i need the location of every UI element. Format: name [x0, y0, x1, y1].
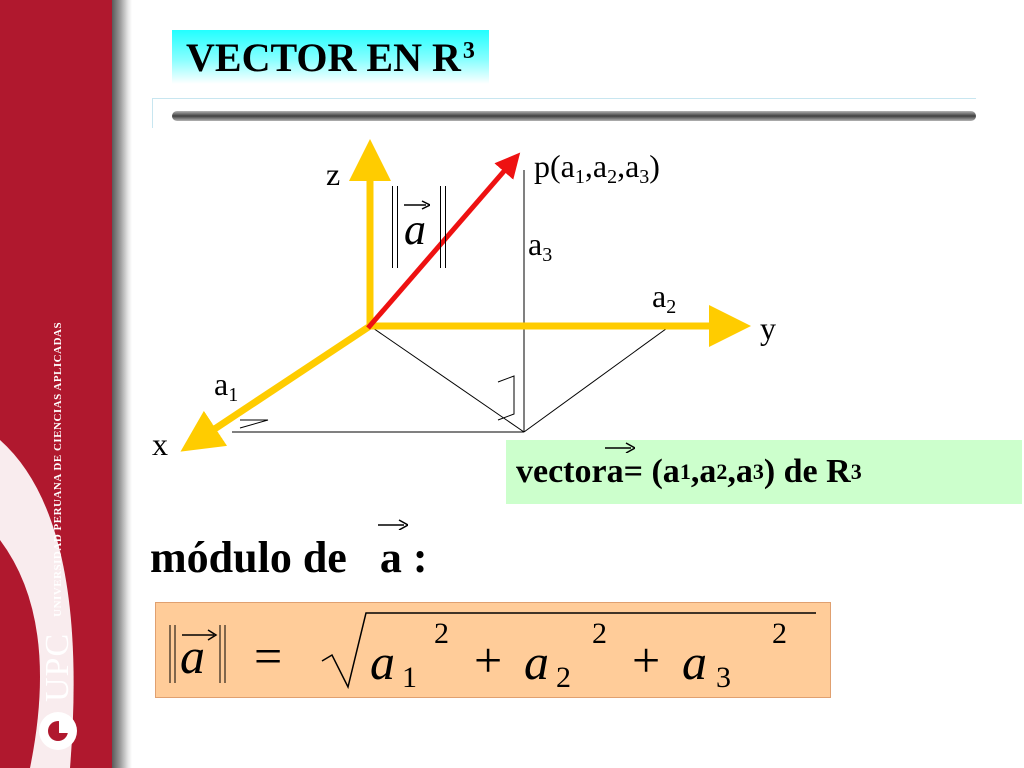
formula-sub-2: 2 [556, 661, 571, 694]
norm-formula-box: a = a 1 2 + a 2 2 + a 3 2 [155, 602, 831, 698]
x-axis-label: x [152, 426, 168, 462]
vector-arrow-icon [604, 442, 635, 453]
formula-plus-2: + [632, 632, 660, 688]
formula-term-a2: a [524, 634, 549, 690]
sidebar-shadow [112, 0, 132, 768]
guide-line-origin-to-foot [369, 325, 525, 433]
vector-a-symbol: a [604, 442, 635, 491]
formula-sub-3: 3 [716, 661, 731, 694]
vector-arrow-icon [377, 519, 408, 530]
title-thin-rule [152, 98, 976, 99]
slide-title-superscript: 3 [462, 37, 475, 64]
a1-tick-mark [239, 419, 269, 429]
a3-label: a3 [528, 226, 553, 266]
formula-exp-2: 2 [592, 617, 607, 650]
z-axis-label: z [326, 156, 341, 192]
a1-label: a1 [214, 366, 239, 406]
x-axis [180, 323, 372, 452]
formula-term-a3: a [682, 634, 707, 690]
title-divider [172, 111, 976, 121]
guide-line-foot-to-a2 [523, 325, 671, 433]
formula-exp-1: 2 [434, 617, 449, 650]
formula-exp-3: 2 [772, 617, 787, 650]
formula-plus-1: + [474, 632, 502, 688]
formula-lhs-a: a [180, 628, 205, 684]
brand-sidebar: UPC UNIVERSIDAD PERUANA DE CIENCIAS APLI… [0, 0, 112, 768]
title-thin-rule-vertical [152, 98, 153, 128]
vector-a-symbol: a [377, 519, 408, 583]
vector-arrow-icon [182, 629, 218, 641]
module-heading: módulo de a : [150, 519, 427, 583]
norm-of-a-label: a [392, 186, 452, 268]
point-p-label: p(a1,a2,a3) [534, 148, 660, 188]
right-angle-mark [497, 375, 515, 421]
formula-equals: = [254, 628, 282, 684]
sqrt-symbol [321, 612, 816, 690]
formula-term-a1: a [370, 634, 395, 690]
vector-arrow-icon [404, 200, 430, 210]
norm-formula: a = a 1 2 + a 2 2 + a 3 2 [169, 612, 816, 694]
y-axis-label: y [760, 310, 776, 346]
a2-label: a2 [652, 278, 677, 318]
sidebar-arc-decoration [0, 440, 74, 768]
formula-sub-1: 1 [402, 661, 417, 694]
slide-title-text: VECTOR EN R [186, 34, 461, 80]
